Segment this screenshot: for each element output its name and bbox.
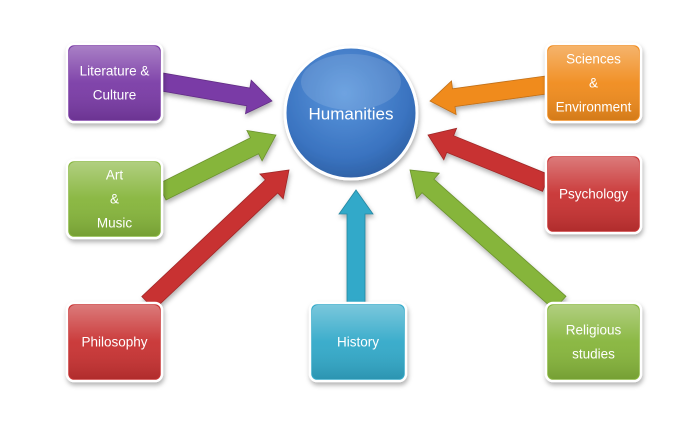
arrow-religious (409, 169, 567, 311)
node-box-shine (548, 305, 639, 379)
node-label-sciences: Sciences (566, 52, 621, 67)
node-box-shine (312, 305, 404, 379)
node-label-sciences: Environment (556, 100, 632, 115)
center-label: Humanities (308, 105, 393, 124)
node-psychology: Psychology (544, 153, 643, 235)
node-label-literature: Culture (93, 88, 137, 103)
arrow-psychology (427, 127, 550, 192)
arrow-sciences (429, 75, 548, 116)
node-label-philosophy: Philosophy (81, 335, 147, 350)
arrow-literature (160, 72, 273, 115)
center-highlight (301, 54, 401, 110)
node-label-religious: Religious (566, 323, 622, 338)
node-label-history: History (337, 335, 379, 350)
node-label-art: Music (97, 216, 133, 231)
center-circle (283, 45, 419, 181)
node-sciences: Sciences & Environment (544, 42, 643, 124)
node-box-shine (69, 162, 160, 236)
node-label-religious: studies (572, 347, 615, 362)
node-literature: Literature & Culture (65, 42, 164, 124)
node-philosophy: Philosophy (65, 301, 164, 383)
node-label-art: & (110, 192, 119, 207)
node-box-shine (69, 46, 160, 120)
node-box-shine (548, 46, 639, 120)
node-history: History (308, 301, 408, 383)
node-box-shine (548, 157, 639, 231)
node-box-shine (69, 305, 160, 379)
node-label-art: Art (106, 168, 124, 183)
node-label-sciences: & (589, 76, 598, 91)
arrow-philosophy (141, 169, 290, 311)
node-religious: Religious studies (544, 301, 643, 383)
arrow-history (338, 189, 374, 304)
center-node: Humanities (283, 45, 419, 181)
arrow-art (157, 129, 277, 201)
node-art: Art & Music (65, 158, 164, 240)
node-label-literature: Literature & (80, 64, 150, 79)
node-label-psychology: Psychology (559, 187, 628, 202)
